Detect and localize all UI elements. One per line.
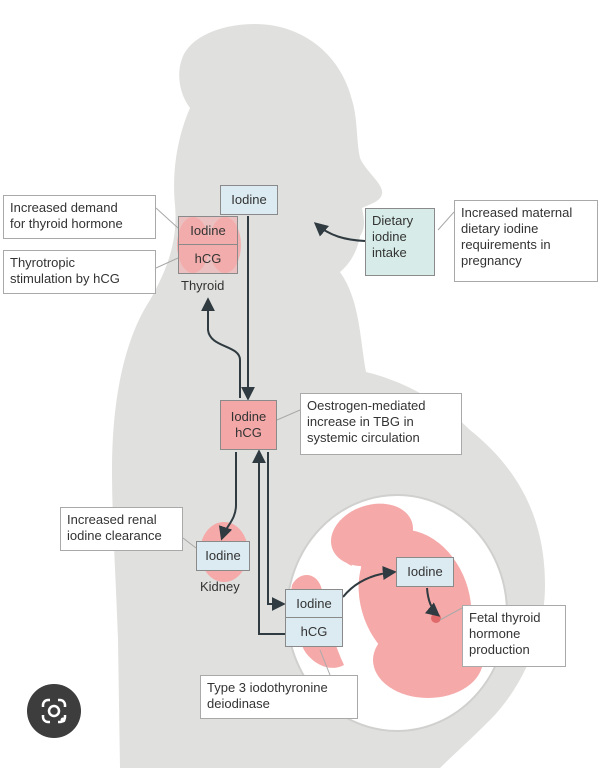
maternal-line-2: dietary iodine [461, 221, 539, 236]
arrow-placenta-to-fetal [342, 566, 397, 598]
fetal-iodine-label: Iodine [407, 564, 443, 579]
circ-iodine-label: Iodine [230, 409, 267, 424]
iodine-top-box: Iodine [220, 185, 278, 215]
oestrogen-callout: Oestrogen-mediated increase in TBG in sy… [300, 393, 462, 455]
thyrotropic-line-1: Thyrotropic [10, 255, 76, 270]
fetal-thyroid-callout: Fetal thyroid hormone production [462, 605, 566, 667]
demand-callout: Increased demand for thyroid hormone [3, 195, 156, 239]
maternal-line-1: Increased maternal [461, 205, 573, 220]
dietary-intake-box: Dietary iodine intake [365, 208, 435, 276]
kidney-iodine-box: Iodine [196, 541, 250, 571]
demand-line-1: Increased demand [10, 200, 118, 215]
thyroid-box: Iodine hCG [178, 216, 238, 274]
thyrotropic-line-2: stimulation by hCG [10, 271, 120, 286]
deiodinase-callout: Type 3 iodothyronine deiodinase [200, 675, 358, 719]
demand-line-2: for thyroid hormone [10, 216, 123, 231]
thyroid-caption: Thyroid [181, 278, 225, 293]
arrow-dietary-intake [313, 222, 366, 242]
renal-callout: Increased renal iodine clearance [60, 507, 183, 551]
renal-line-1: Increased renal [67, 512, 157, 527]
lens-search-icon [39, 696, 69, 726]
arrow-circ-to-kidney [218, 452, 237, 541]
leader-oestrogen [276, 409, 301, 421]
kidney-iodine-label: Iodine [205, 548, 241, 563]
maternal-callout: Increased maternal dietary iodine requir… [454, 200, 598, 282]
maternal-line-4: pregnancy [461, 253, 522, 268]
placenta-hcg-label: hCG [286, 618, 342, 646]
oestrogen-line-2: increase in TBG in [307, 414, 414, 429]
arrow-fetal-iodine-down [424, 587, 441, 617]
deiodinase-line-1: Type 3 iodothyronine [207, 680, 328, 695]
fetal-line-3: production [469, 642, 530, 657]
leader-thyrotropic [155, 257, 179, 269]
dietary-line-1: Dietary [372, 213, 414, 228]
leader-fetal [439, 607, 463, 621]
leader-demand [155, 207, 179, 229]
iodine-top-label: Iodine [231, 192, 267, 207]
oestrogen-line-3: systemic circulation [307, 430, 420, 445]
circ-hcg-label: hCG [235, 425, 262, 440]
kidney-caption: Kidney [200, 579, 240, 594]
leader-deiodinase [319, 649, 331, 676]
circulation-box: Iodine hCG [220, 400, 277, 450]
renal-line-2: iodine clearance [67, 528, 162, 543]
leader-maternal [437, 211, 455, 231]
deiodinase-line-2: deiodinase [207, 696, 270, 711]
arrow-placenta-to-circ [252, 449, 285, 635]
arrow-circ-to-placenta [267, 452, 286, 611]
fetal-line-1: Fetal thyroid [469, 610, 541, 625]
maternal-line-3: requirements in [461, 237, 551, 252]
arrow-circ-to-thyroid [201, 297, 241, 398]
fetal-line-2: hormone [469, 626, 521, 641]
thyroid-hcg-label: hCG [179, 245, 237, 273]
thyroid-iodine-label: Iodine [179, 217, 237, 245]
leader-renal [182, 537, 197, 549]
dietary-line-2: iodine [372, 229, 407, 244]
placenta-iodine-label: Iodine [286, 590, 342, 618]
oestrogen-line-1: Oestrogen-mediated [307, 398, 426, 413]
lens-search-button[interactable] [27, 684, 81, 738]
dietary-line-3: intake [372, 245, 407, 260]
thyrotropic-callout: Thyrotropic stimulation by hCG [3, 250, 156, 294]
placenta-box: Iodine hCG [285, 589, 343, 647]
fetal-iodine-box: Iodine [396, 557, 454, 587]
